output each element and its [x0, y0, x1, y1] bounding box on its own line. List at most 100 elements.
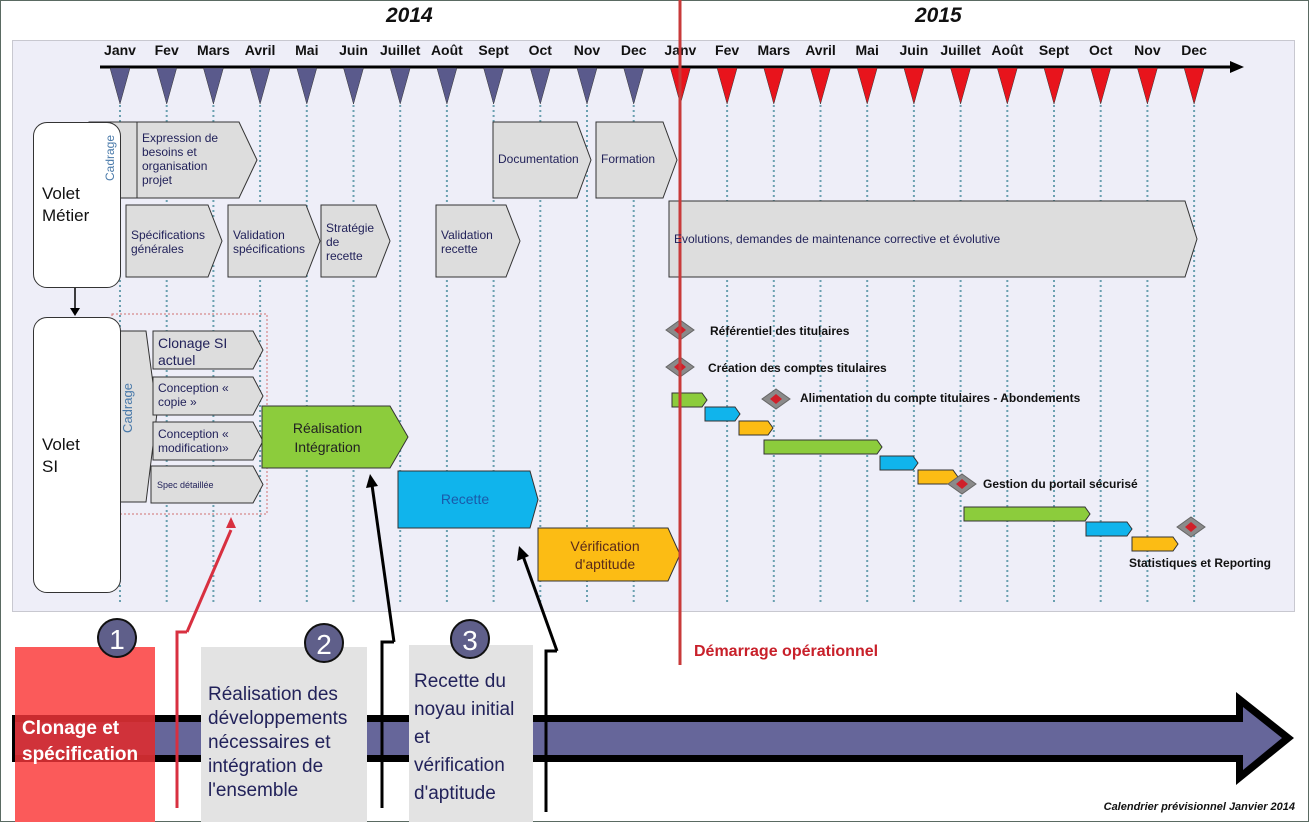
conception-modif-chevron	[152, 421, 264, 461]
documentation-chevron	[492, 121, 592, 199]
start-label: Démarrage opérationnel	[694, 643, 879, 660]
spec-detaillee-chevron	[150, 465, 264, 504]
phase-2-pointer-head	[366, 474, 378, 488]
realisation-label: Réalisation Intégration	[292, 420, 363, 455]
phase-2-pointer	[370, 484, 396, 643]
month-marker	[109, 67, 131, 105]
clonage-label: Clonage SI actuel	[158, 335, 228, 368]
evolutions-chevron	[668, 200, 1198, 278]
month-marker	[623, 67, 645, 105]
strategie-chevron	[320, 204, 391, 278]
month-label: Dec	[1181, 42, 1207, 58]
month-label: Juillet	[940, 42, 981, 58]
documentation-label: Documentation	[498, 152, 579, 166]
milestone-label: Création des comptes titulaires	[708, 361, 887, 375]
phase-3-bracket	[544, 649, 557, 812]
month-label: Mai	[295, 42, 319, 58]
month-marker	[856, 67, 878, 105]
volet-si-label: Volet SI	[42, 435, 80, 476]
validation-recette-label: Validation recette	[441, 228, 493, 256]
month-marker	[903, 67, 925, 105]
month-label: Oct	[528, 42, 552, 58]
milestone-diamond-core	[956, 479, 968, 489]
phase-2-overlay	[201, 647, 367, 822]
recette-label: Recette	[440, 491, 490, 507]
evolutions-label: Evolutions, demandes de maintenance corr…	[674, 232, 1001, 246]
month-label: Août	[991, 42, 1024, 58]
spec-detaillee-label: Spec détaillée	[157, 480, 214, 490]
phase-2-bracket	[380, 640, 394, 808]
milestone-diamond-core	[770, 394, 782, 404]
conception-copie-label: Conception « copie »	[158, 381, 229, 409]
recette-chevron	[397, 470, 539, 529]
month-label: Mars	[757, 42, 791, 58]
month-label: Avril	[805, 42, 836, 58]
month-label: Sept	[478, 42, 509, 58]
spec-generales-label: Spécifications générales	[131, 228, 206, 256]
month-label: Oct	[1089, 42, 1113, 58]
month-label: Dec	[620, 42, 647, 58]
conception-modif-label: Conception « modification»	[158, 427, 229, 455]
clonage-chevron	[152, 330, 264, 370]
month-label: Fev	[154, 42, 179, 58]
spec-generales-chevron	[125, 204, 223, 278]
month-label: Juin	[899, 42, 929, 58]
expression-chevron	[136, 121, 258, 199]
verification-label: Vérification d'aptitude	[570, 538, 640, 572]
gantt-bar	[1131, 536, 1179, 552]
milestone-diamond-core	[1185, 522, 1197, 532]
milestone-label: Statistiques et Reporting	[1129, 556, 1272, 570]
month-marker	[1090, 67, 1112, 105]
month-marker	[1043, 67, 1065, 105]
month-marker	[389, 67, 411, 105]
phase-1-number: 1	[97, 618, 137, 658]
month-label: Juillet	[379, 42, 421, 58]
month-label: Nov	[573, 42, 601, 58]
month-label: Juin	[339, 42, 368, 58]
phase-1-pointer	[185, 529, 233, 633]
month-marker	[576, 67, 598, 105]
month-marker	[436, 67, 458, 105]
phase-3-overlay	[409, 645, 533, 822]
volet-si: Volet SI	[33, 317, 121, 593]
formation-chevron	[595, 121, 678, 199]
gantt-bar	[704, 406, 741, 422]
gantt-bar	[763, 439, 883, 455]
month-marker	[1183, 67, 1205, 105]
month-label: Fev	[715, 42, 740, 58]
month-label: Août	[430, 42, 463, 58]
phase-1-band	[15, 715, 155, 762]
footer-caption: Calendrier prévisionnel Janvier 2014	[1103, 801, 1295, 813]
formation-label: Formation	[601, 152, 656, 166]
conception-copie-chevron	[152, 376, 264, 416]
phase-3-number: 3	[450, 619, 490, 659]
year-label-2014: 2014	[386, 4, 433, 27]
month-marker	[529, 67, 551, 105]
month-marker	[950, 67, 971, 105]
validation-spec-label: Validation spécifications	[233, 228, 306, 256]
expression-label: Expression de besoins et organisation pr…	[142, 131, 219, 187]
phase-1-pointer-head	[226, 517, 236, 528]
realisation-chevron	[261, 405, 409, 469]
month-marker	[296, 67, 318, 105]
month-label: Janv	[104, 42, 136, 58]
month-label: Avril	[244, 42, 276, 58]
phase-3-pointer	[521, 555, 559, 652]
month-label: Sept	[1038, 42, 1070, 58]
month-marker	[483, 67, 504, 105]
month-marker	[763, 67, 785, 105]
month-marker	[343, 67, 364, 105]
month-label: Nov	[1134, 42, 1161, 58]
volet-metier: Volet Métier	[33, 122, 121, 288]
month-label: Mai	[855, 42, 879, 58]
month-label: Mars	[197, 42, 230, 58]
volet-connector-arrowhead	[70, 308, 80, 316]
phase-1-bracket	[175, 630, 187, 808]
phase-3-pointer-head	[517, 546, 529, 561]
phase-3-label: Recette du noyau initial et vérification…	[414, 671, 515, 804]
month-marker	[1137, 67, 1158, 105]
month-marker	[203, 67, 224, 105]
milestone-label: Alimentation du compte titulaires - Abon…	[800, 391, 1081, 405]
verification-chevron	[537, 527, 681, 582]
